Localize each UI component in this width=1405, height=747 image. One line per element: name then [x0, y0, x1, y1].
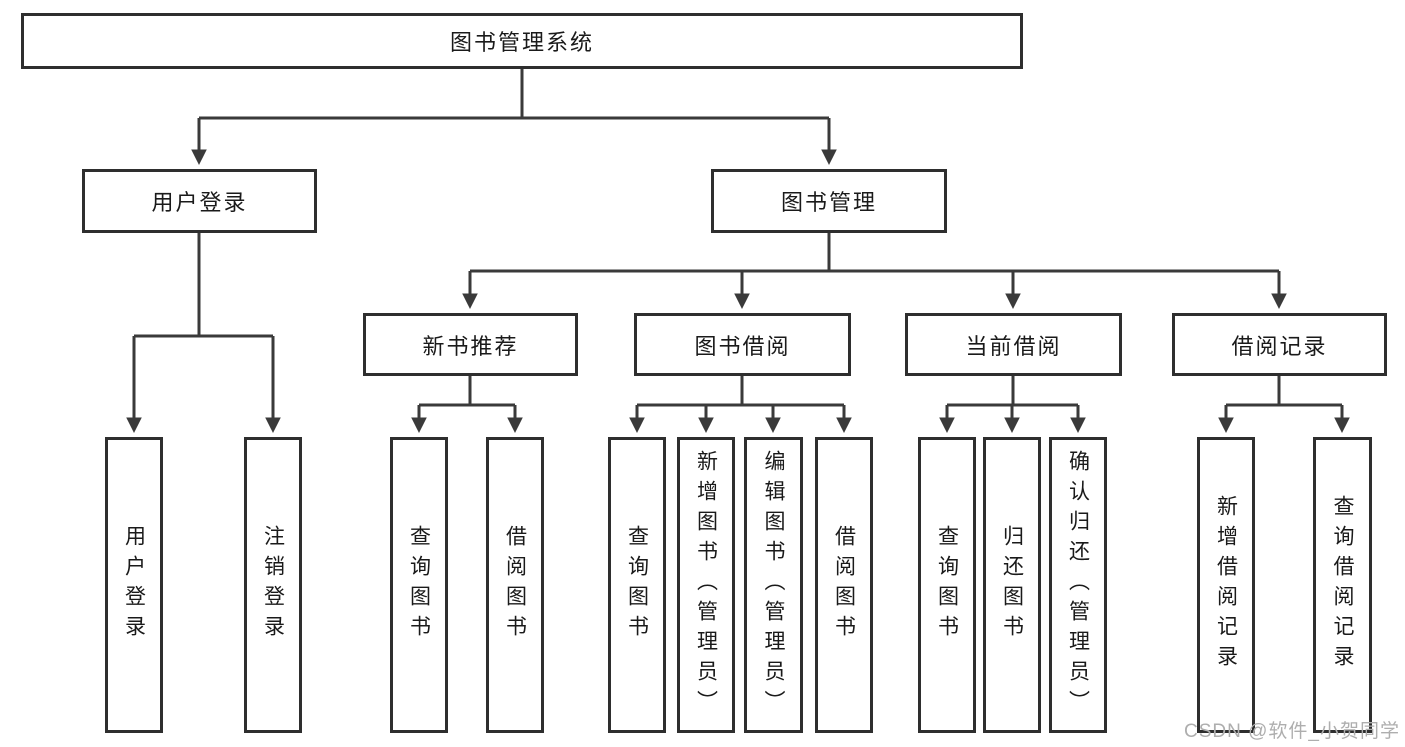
leaf-user-login: 用户登录: [105, 437, 163, 733]
leaf-current-query: 查询图书: [918, 437, 976, 733]
node-user-login-label: 用户登录: [151, 190, 248, 215]
leaf-borrow-query: 查询图书: [608, 437, 666, 733]
leaf-records-add-label: 新增借阅记录: [1214, 495, 1238, 675]
leaf-current-return-label: 归还图书: [1000, 525, 1024, 645]
leaf-borrow-query-label: 查询图书: [625, 525, 649, 645]
leaf-borrow-edit-label: 编辑图书（管理员）: [762, 450, 785, 720]
leaf-borrow-add-label: 新增图书（管理员）: [694, 450, 718, 720]
node-root-label: 图书管理系统: [449, 30, 594, 55]
node-user-login: 用户登录: [82, 169, 317, 233]
leaf-current-query-label: 查询图书: [935, 525, 959, 645]
node-current-borrow-label: 当前借阅: [965, 333, 1062, 359]
leaf-user-login-label: 用户登录: [122, 525, 146, 645]
node-book-mgmt-label: 图书管理: [780, 190, 877, 215]
leaf-logout: 注销登录: [244, 437, 302, 733]
leaf-newbooks-borrow-label: 借阅图书: [503, 525, 527, 645]
node-borrow-records-label: 借阅记录: [1231, 333, 1328, 359]
leaf-newbooks-query-label: 查询图书: [407, 525, 431, 645]
leaf-newbooks-borrow: 借阅图书: [486, 437, 544, 733]
leaf-borrow-book: 借阅图书: [815, 437, 873, 733]
leaf-borrow-add: 新增图书（管理员）: [677, 437, 735, 733]
leaf-current-confirm-label: 确认归还（管理员）: [1066, 450, 1090, 720]
leaf-current-confirm: 确认归还（管理员）: [1049, 437, 1107, 733]
node-borrow-records: 借阅记录: [1172, 313, 1387, 376]
node-root: 图书管理系统: [21, 13, 1023, 69]
node-book-borrow-label: 图书借阅: [694, 333, 791, 359]
node-new-books: 新书推荐: [363, 313, 578, 376]
csdn-watermark: CSDN @软件_小贺同学: [1184, 721, 1400, 742]
leaf-borrow-book-label: 借阅图书: [832, 525, 856, 645]
node-new-books-label: 新书推荐: [422, 333, 519, 359]
leaf-logout-label: 注销登录: [261, 525, 285, 645]
leaf-records-add: 新增借阅记录: [1197, 437, 1255, 733]
node-book-mgmt: 图书管理: [711, 169, 947, 233]
leaf-records-query-label: 查询借阅记录: [1331, 495, 1354, 675]
node-book-borrow: 图书借阅: [634, 313, 851, 376]
leaf-current-return: 归还图书: [983, 437, 1041, 733]
leaf-newbooks-query: 查询图书: [390, 437, 448, 733]
leaf-records-query: 查询借阅记录: [1313, 437, 1372, 733]
leaf-borrow-edit: 编辑图书（管理员）: [744, 437, 803, 733]
node-current-borrow: 当前借阅: [905, 313, 1122, 376]
